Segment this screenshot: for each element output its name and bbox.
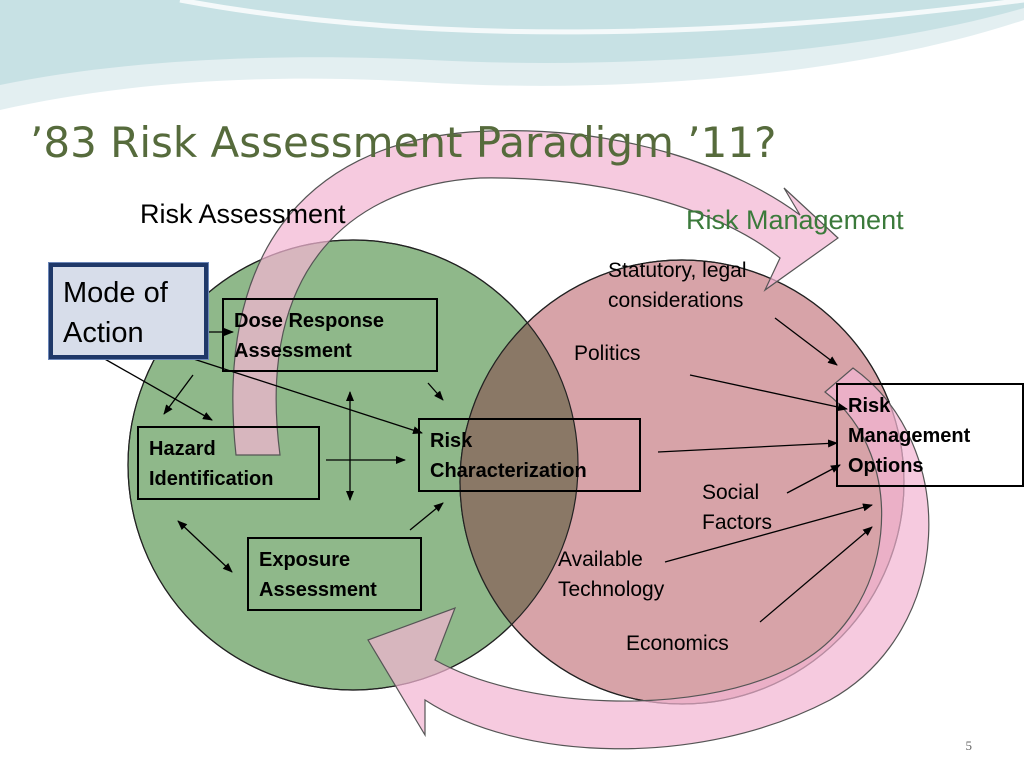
arrow-dose-to-risk-char bbox=[427, 382, 444, 401]
risk-char-line-2: Characterization bbox=[430, 460, 587, 482]
technology-line-1: Available bbox=[558, 548, 643, 571]
rmo-line-1: Risk bbox=[848, 395, 891, 417]
arrow-hazard-exposure-double bbox=[177, 520, 233, 573]
arrow-social-to-rmo bbox=[786, 464, 841, 494]
dose-response-line-2: Assessment bbox=[234, 340, 352, 362]
risk-management-options-box: Risk Management Options bbox=[836, 383, 1024, 487]
arrow-economics-to-rmo bbox=[759, 526, 873, 623]
mode-of-action-line-1: Mode of bbox=[63, 277, 168, 309]
social-line-1: Social bbox=[702, 481, 760, 504]
technology-label: Available Technology bbox=[558, 545, 664, 605]
arrow-politics-to-rmo bbox=[689, 374, 848, 412]
risk-management-label: Risk Management bbox=[686, 205, 904, 235]
statutory-line-2: considerations bbox=[608, 289, 744, 312]
risk-characterization-box: Risk Characterization bbox=[418, 418, 641, 492]
hazard-line-2: Identification bbox=[149, 468, 274, 490]
arrow-exposure-to-risk-char bbox=[409, 502, 444, 531]
exposure-line-2: Assessment bbox=[259, 579, 377, 601]
mode-of-action-box: Mode of Action bbox=[48, 262, 209, 360]
politics-label: Politics bbox=[574, 342, 641, 365]
statutory-line-1: Statutory, legal bbox=[608, 259, 747, 282]
economics-label: Economics bbox=[626, 632, 729, 655]
exposure-assessment-box: Exposure Assessment bbox=[247, 537, 422, 611]
hazard-line-1: Hazard bbox=[149, 438, 216, 460]
rmo-line-3: Options bbox=[848, 455, 924, 477]
exposure-line-1: Exposure bbox=[259, 549, 351, 571]
hazard-identification-box: Hazard Identification bbox=[137, 426, 320, 500]
arrow-moa-to-risk-char bbox=[171, 351, 423, 435]
rmo-line-2: Management bbox=[848, 425, 971, 447]
header-waves bbox=[0, 0, 1024, 110]
page-number: 5 bbox=[965, 738, 973, 753]
cycle-arrow-top bbox=[232, 130, 839, 456]
dose-response-line-1: Dose Response bbox=[234, 310, 385, 332]
dose-response-box: Dose Response Assessment bbox=[222, 298, 438, 372]
cycle-arrow-bottom bbox=[367, 367, 930, 750]
risk-char-line-1: Risk bbox=[430, 430, 473, 452]
risk-assessment-label: Risk Assessment bbox=[140, 199, 346, 229]
arrow-moa-to-hazard bbox=[102, 357, 213, 421]
statutory-label: Statutory, legal considerations bbox=[608, 256, 747, 316]
arrow-statutory-to-rmo bbox=[774, 317, 838, 366]
arrow-dose-to-hazard bbox=[163, 374, 194, 415]
mode-of-action-line-2: Action bbox=[63, 317, 144, 349]
social-line-2: Factors bbox=[702, 511, 773, 534]
arrow-risk-char-to-rmo bbox=[657, 439, 838, 453]
social-factors-label: Social Factors bbox=[702, 478, 772, 538]
connector-arrows bbox=[102, 317, 873, 623]
slide-title: ’83 Risk Assessment Paradigm ’11? bbox=[30, 118, 777, 167]
technology-line-2: Technology bbox=[558, 578, 665, 601]
arrow-technology-to-rmo bbox=[664, 503, 873, 563]
